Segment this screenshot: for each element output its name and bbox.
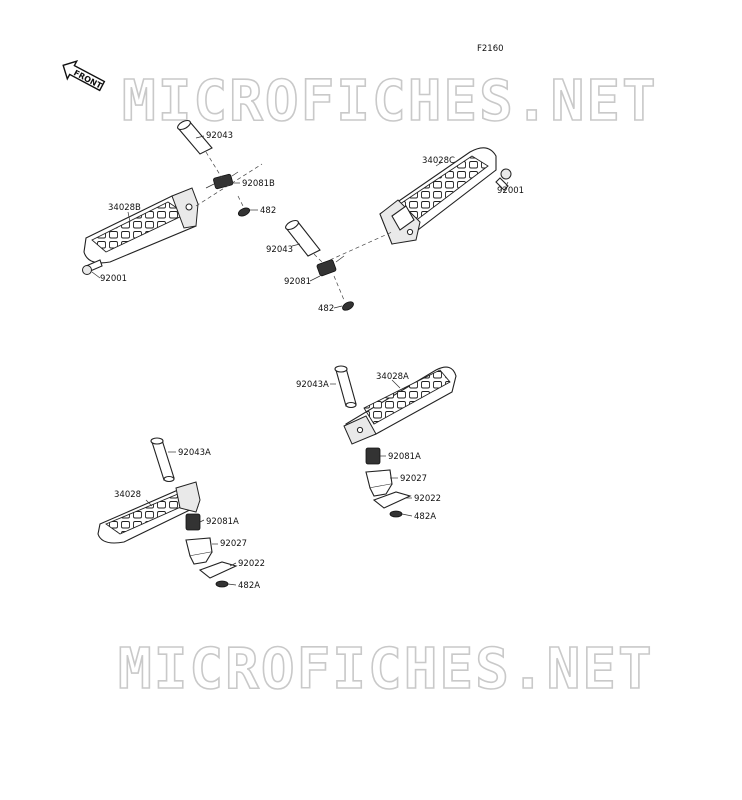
- assembly-top-left: [82, 119, 263, 279]
- figure-code: F2160: [477, 44, 504, 54]
- label-92081A-right[interactable]: 92081A: [388, 452, 421, 462]
- label-92081[interactable]: 92081: [284, 277, 311, 287]
- axis-top-left-b: [205, 151, 245, 209]
- axis-top-right-b: [313, 253, 345, 301]
- label-482-top[interactable]: 482: [260, 206, 276, 216]
- spring-92081A-right[interactable]: [365, 447, 381, 465]
- pin-92043-mid[interactable]: [284, 219, 321, 257]
- label-34028[interactable]: 34028: [114, 490, 141, 500]
- spring-92081B[interactable]: [205, 171, 239, 190]
- pin-92043-top[interactable]: [176, 119, 213, 155]
- label-92027-left[interactable]: 92027: [220, 539, 247, 549]
- spacer-92027-left[interactable]: [185, 537, 213, 565]
- label-92022-left[interactable]: 92022: [238, 559, 265, 569]
- pin-92043A-right[interactable]: [334, 365, 357, 409]
- plate-92022-right[interactable]: [372, 491, 412, 509]
- footpeg-34028C[interactable]: [379, 147, 497, 245]
- axis-top-right: [329, 231, 393, 261]
- label-92081B[interactable]: 92081B: [242, 179, 275, 189]
- label-92001-right[interactable]: 92001: [497, 186, 524, 196]
- pin-92043A-left[interactable]: [150, 437, 175, 483]
- footpeg-34028[interactable]: [97, 481, 201, 544]
- label-34028A[interactable]: 34028A: [376, 372, 409, 382]
- washer-482A-left[interactable]: [215, 580, 229, 588]
- bolt-92001-right[interactable]: [495, 168, 512, 191]
- label-92043A-right[interactable]: 92043A: [296, 380, 329, 390]
- watermark-bottom: MICROFICHES.NET: [118, 637, 654, 702]
- label-92043-top[interactable]: 92043: [206, 131, 233, 141]
- label-92027-right[interactable]: 92027: [400, 474, 427, 484]
- washer-482A-right[interactable]: [389, 510, 403, 518]
- label-34028B[interactable]: 34028B: [108, 203, 141, 213]
- footpeg-34028B[interactable]: [83, 187, 199, 264]
- spring-92081[interactable]: [316, 255, 345, 277]
- label-92022-right[interactable]: 92022: [414, 494, 441, 504]
- label-92043-mid[interactable]: 92043: [266, 245, 293, 255]
- label-34028C[interactable]: 34028C: [422, 156, 455, 166]
- assembly-mid-right: [330, 365, 457, 518]
- washer-482-mid[interactable]: [341, 300, 355, 312]
- label-482-mid[interactable]: 482: [318, 304, 334, 314]
- label-92081A-left[interactable]: 92081A: [206, 517, 239, 527]
- bolt-92001-left[interactable]: [82, 259, 103, 275]
- label-482A-left[interactable]: 482A: [238, 581, 260, 591]
- spacer-92027-right[interactable]: [365, 469, 393, 497]
- front-label: FRONT: [72, 68, 104, 91]
- axis-top-left: [195, 163, 263, 207]
- assembly-bottom-left: [97, 437, 238, 588]
- label-482A-right[interactable]: 482A: [414, 512, 436, 522]
- spring-92081A-left[interactable]: [185, 513, 201, 531]
- washer-482-top[interactable]: [237, 206, 251, 217]
- watermark-top: MICROFICHES.NET: [122, 69, 658, 134]
- front-arrow-icon: FRONT: [62, 59, 106, 92]
- assembly-top-right: [284, 147, 512, 312]
- plate-92022-left[interactable]: [198, 561, 238, 579]
- label-92043A-left[interactable]: 92043A: [178, 448, 211, 458]
- label-92001-left[interactable]: 92001: [100, 274, 127, 284]
- footpeg-34028A[interactable]: [343, 366, 457, 445]
